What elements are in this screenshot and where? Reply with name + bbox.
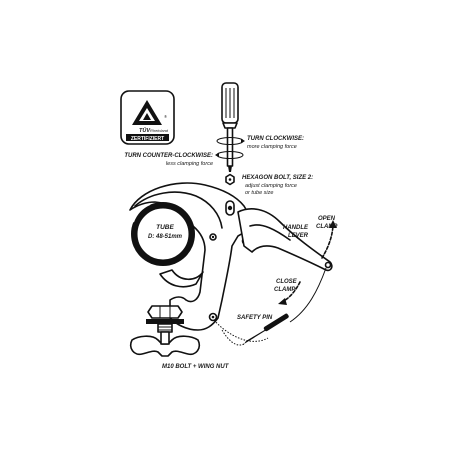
close-clamp-line-2: CLAMP	[274, 287, 296, 293]
tuv-registered-mark: ®	[164, 114, 167, 119]
turn-counter-clockwise-title: TURN COUNTER-CLOCKWISE:	[124, 153, 213, 159]
tuv-caption: ZERTIFIZIERT	[131, 136, 164, 142]
handle-lever	[237, 208, 333, 272]
tuv-brand-main: TÜV	[139, 127, 151, 134]
tuv-badge: TÜV Rheinland ® ZERTIFIZIERT	[120, 90, 175, 145]
open-clamp-line-1: OPEN	[318, 216, 336, 222]
handle-lever-line-2: LEVER	[288, 233, 309, 239]
wing-nut-icon	[129, 331, 201, 357]
hexagon-bolt-desc-2: or tube size	[245, 190, 273, 196]
tube-title: TUBE	[156, 224, 174, 231]
open-arrow-icon	[321, 220, 337, 259]
tube-size: D: 48-51mm	[148, 234, 183, 240]
rotation-arrow-icon	[215, 137, 245, 159]
safety-pin-label: SAFETY PIN	[237, 315, 273, 321]
tuv-brand-sub: Rheinland	[150, 128, 169, 133]
screwdriver-icon	[221, 82, 239, 172]
handle-lever-line-1: HANDLE	[283, 225, 309, 231]
open-clamp-line-2: CLAMP	[316, 224, 338, 230]
turn-clockwise-desc: more clamping force	[247, 144, 297, 150]
hexagon-bolt-desc-1: adjust clamping force	[245, 183, 297, 189]
safety-pin-icon	[213, 267, 327, 346]
m10-bolt-icon	[146, 305, 184, 333]
tuv-triangle-logo-icon	[132, 100, 162, 125]
close-clamp-line-1: CLOSE	[276, 279, 298, 285]
hexagon-bolt-icon	[225, 173, 235, 186]
close-arrow-icon	[278, 281, 301, 305]
m10-bolt-wing-nut-label: M10 BOLT + WING NUT	[162, 364, 230, 370]
turn-counter-clockwise-desc: less clamping force	[166, 161, 213, 167]
hexagon-bolt-title: HEXAGON BOLT, SIZE 2:	[242, 175, 313, 181]
tube-icon	[131, 202, 195, 266]
turn-clockwise-title: TURN CLOCKWISE:	[247, 136, 304, 142]
